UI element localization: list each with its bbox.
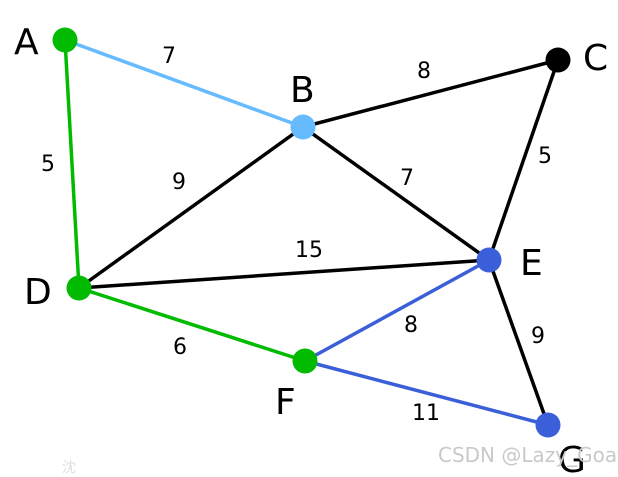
edge-b-d xyxy=(77,125,305,290)
edge-b-e xyxy=(301,125,491,262)
node-labels-layer: A B C D E F G xyxy=(14,22,608,477)
node-label-d: D xyxy=(24,272,52,313)
edge-e-g xyxy=(487,259,550,426)
node-label-a: A xyxy=(14,22,39,63)
edge-weight-b-c: 8 xyxy=(417,59,431,84)
nodes-layer xyxy=(52,27,571,438)
faint-mark: 沈 xyxy=(62,460,76,476)
edge-weight-a-d: 5 xyxy=(41,152,55,177)
node-label-e: E xyxy=(520,243,543,284)
node-label-b: B xyxy=(290,70,315,111)
edge-weights-layer: 7 5 8 9 7 5 15 6 8 9 11 xyxy=(41,44,552,426)
edge-weight-d-f: 6 xyxy=(173,335,187,360)
node-c xyxy=(545,47,571,73)
edge-c-e xyxy=(487,59,560,261)
edge-a-d xyxy=(63,39,81,289)
edge-weight-d-e: 15 xyxy=(295,238,323,263)
node-label-c: C xyxy=(583,38,608,79)
edge-a-b xyxy=(64,38,304,129)
node-b xyxy=(290,114,316,140)
watermark-text: CSDN @Lazy_Goat xyxy=(438,443,618,467)
node-e xyxy=(476,247,502,273)
edge-d-e xyxy=(78,258,490,290)
edges-layer xyxy=(63,38,560,427)
edge-weight-e-f: 8 xyxy=(404,313,418,338)
edge-weight-c-e: 5 xyxy=(538,144,552,169)
edge-b-c xyxy=(302,58,559,129)
node-label-f: F xyxy=(275,382,296,423)
edge-d-f xyxy=(78,286,306,363)
node-d xyxy=(66,275,92,301)
edge-f-g xyxy=(304,359,549,427)
edge-weight-b-e: 7 xyxy=(400,166,414,191)
node-a xyxy=(52,27,78,53)
edge-weight-a-b: 7 xyxy=(162,44,176,69)
edge-weight-f-g: 11 xyxy=(412,401,440,426)
node-label-g: G xyxy=(558,440,586,477)
edge-weight-b-d: 9 xyxy=(172,170,186,195)
node-f xyxy=(292,348,318,374)
edge-weight-e-g: 9 xyxy=(531,324,545,349)
edge-e-f xyxy=(304,258,490,363)
node-g xyxy=(535,412,561,438)
